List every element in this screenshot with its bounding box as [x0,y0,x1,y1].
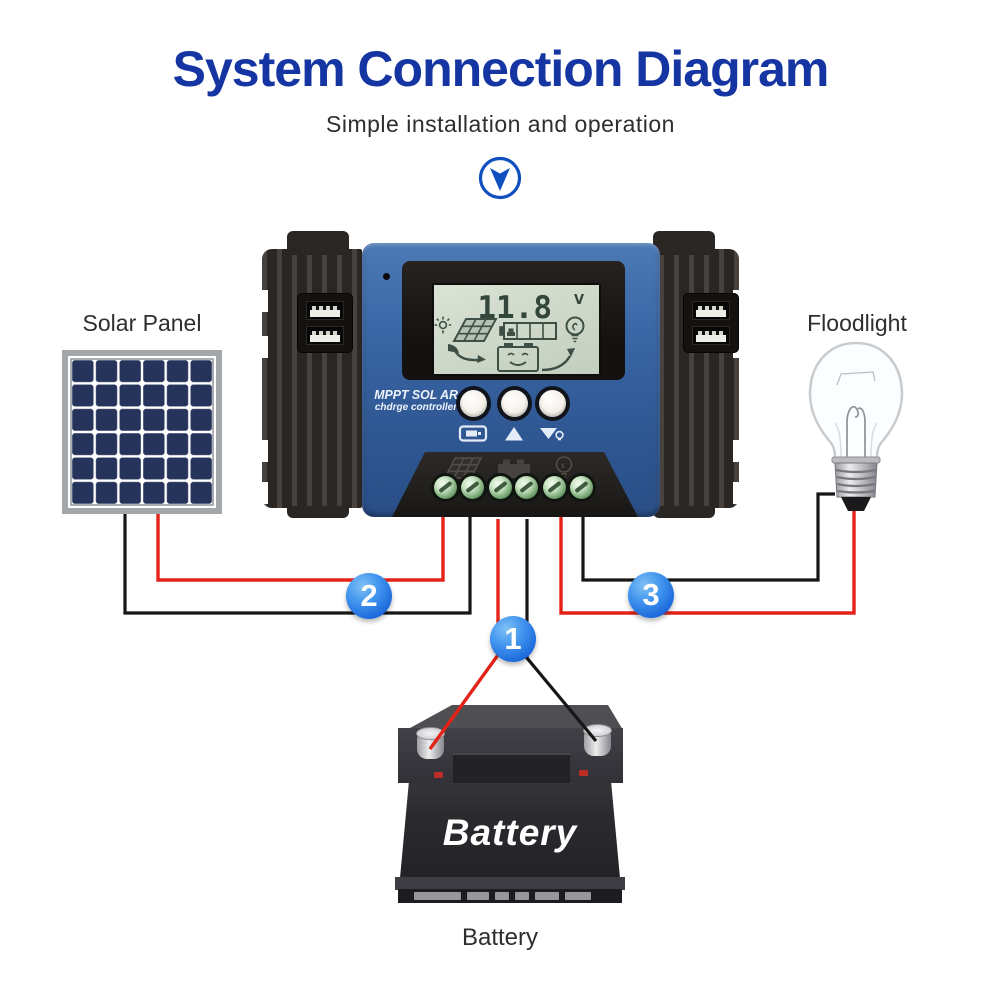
lcd-battery-smiley-icon [497,343,539,372]
battery-terminal-positive [416,727,445,759]
terminal-load-icon [555,456,573,478]
terminal-solar-minus [460,475,484,499]
floodlight-label: Floodlight [807,310,907,336]
battery-terminal-negative [583,724,612,756]
lcd-voltage-value: 11.8 [477,290,552,326]
controller-pinhole [383,273,390,280]
arrow-up-icon [505,427,523,441]
battery-type-icon [458,425,488,442]
battery-label: Battery [461,924,539,951]
lcd-display: 11.8 V [434,290,585,372]
controller-button-glyphs [458,425,564,442]
battery-graphic: Battery [390,700,630,905]
terminal-load-minus [569,475,593,499]
controller-left-heatsink [262,249,362,508]
battery-base-ledge [395,877,625,890]
page-subtitle: Simple installation and operation [326,111,675,137]
lcd-arrow-left-icon [448,344,486,363]
battery-indicator-dot [434,772,443,778]
solar-panel-label: Solar Panel [82,310,202,336]
battery-body-text: Battery [442,811,578,853]
usb-ports-left [297,293,353,353]
brand-line-1: MPPT SOL AR [374,387,458,402]
usb-port-icon [306,326,344,345]
battery-front-face: Battery [400,783,620,878]
controller-button-down[interactable] [539,390,566,417]
lcd-solar-panel-icon [452,318,498,342]
controller-button-up[interactable] [501,390,528,417]
battery-base-strip [398,889,622,903]
filament [836,371,876,459]
battery-center-block [453,753,570,785]
step-badge-3: 3 [628,572,674,618]
controller-top-tab-right [653,231,715,255]
solar-panel-graphic [62,350,222,514]
step-badge-1: 1 [490,616,536,662]
terminal-solar-icon [443,457,483,479]
terminal-block-icons [443,456,573,479]
controller-top-tab-left [287,231,349,255]
load-positive-wire [559,508,856,615]
lcd-battery-gauge-icon [499,322,557,340]
page-title: System Connection Diagram [172,41,830,97]
lcd-bulb-icon [565,316,585,343]
terminal-load-plus [542,475,566,499]
arrow-down-bulb-icon [540,428,564,441]
controller-button-battery[interactable] [460,390,487,417]
battery-indicator-dot [579,770,588,776]
lcd-sun-icon [434,316,452,334]
controller-bottom-tab-right [653,506,715,518]
controller-right-heatsink [659,249,739,508]
brand-line-2: chdrge controller [374,402,458,414]
usb-port-icon [692,326,730,345]
terminal-solar-plus [433,475,457,499]
usb-port-icon [306,301,344,320]
controller-brand-text: MPPT SOL AR chdrge controller [372,387,460,414]
terminal-block [392,452,638,517]
lcd-voltage-unit: V [574,293,584,308]
floodlight-bulb-graphic [808,341,904,511]
usb-ports-right [683,293,739,353]
terminal-battery-icon [498,459,530,478]
chevron-down-icon [478,156,522,200]
lcd-arrow-right-icon [541,348,575,372]
solar-positive-wire [156,508,445,582]
terminal-battery-minus [514,475,538,499]
solar-negative-wire [123,508,472,615]
terminal-battery-plus [488,475,512,499]
usb-port-icon [692,301,730,320]
step-badge-2: 2 [346,573,392,619]
controller-bottom-tab-left [287,506,349,518]
